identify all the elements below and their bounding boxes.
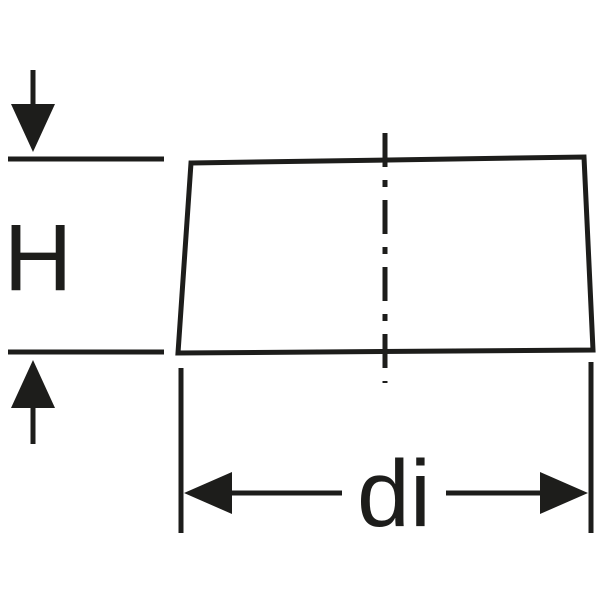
height-up-arrow bbox=[11, 360, 55, 444]
height-label: H bbox=[4, 205, 73, 311]
right-arrowhead-icon bbox=[540, 472, 588, 514]
diameter-dimension-line bbox=[184, 472, 588, 514]
height-up-arrowhead-icon bbox=[11, 360, 55, 408]
trapezoid-outline bbox=[175, 154, 596, 356]
inner-diameter-label: di bbox=[357, 441, 431, 547]
height-down-arrowhead-icon bbox=[11, 104, 55, 152]
height-down-arrow bbox=[11, 70, 55, 152]
left-arrowhead-icon bbox=[184, 472, 232, 514]
